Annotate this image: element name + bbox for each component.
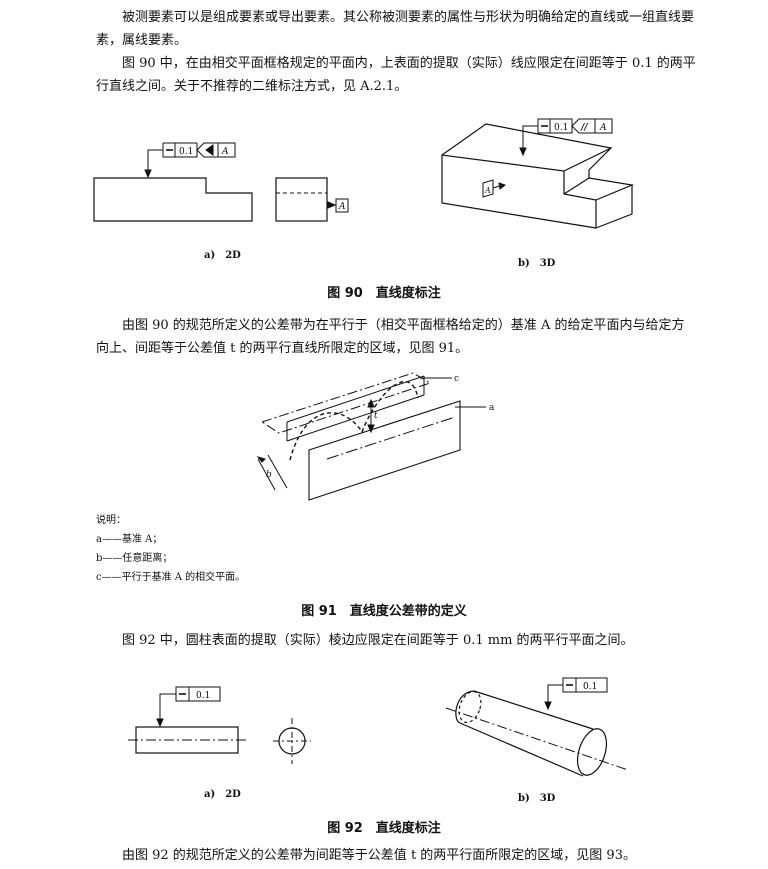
fig91-caption: 图 91 直线度公差带的定义 [301, 604, 467, 619]
fig92-2d-endview [273, 718, 311, 764]
fig91-zone-drawing [256, 372, 486, 501]
fig92-2d-part: 0.1 [128, 686, 246, 754]
fig90-2d-part [93, 149, 253, 222]
fig92-caption: 图 92 直线度标注 [327, 821, 441, 836]
fig90-3d-datum-box: A [484, 186, 491, 195]
fig92-3d-part: 0.1 [445, 677, 629, 777]
fig92-sub-b: b) 3D [518, 793, 556, 804]
paragraph-3: 由图 90 的规范所定义的公差带为在平行于（相交平面框格给定的）基准 A 的给定… [96, 318, 685, 356]
fig91-legend-a: a——基准 A； [96, 534, 163, 545]
fig91-label-c: c [454, 374, 459, 384]
paragraph-1: 被测要素可以是组成要素或导出要素。其公称被测要素的属性与形状为明确给定的直线或一… [96, 10, 695, 48]
fig90-3d-part [441, 123, 635, 229]
fig90-2d-sideview: A [275, 177, 349, 222]
fig91-label-a: a [489, 403, 495, 413]
fig90-2d-frame: 0.1 A [162, 142, 236, 158]
fig90-3d-datum: A [599, 123, 607, 133]
fig90-2d-datum: A [221, 147, 229, 157]
fig90-2d-datum-box: A [338, 202, 346, 212]
fig91-legend-title: 说明： [96, 515, 126, 526]
paragraph-5: 由图 92 的规范所定义的公差带为间距等于公差值 t 的两平行面所限定的区域，见… [122, 848, 636, 863]
fig90-sub-a: a) 2D [204, 250, 241, 261]
fig91-label-b: b [266, 470, 272, 480]
fig90-3d-frame: 0.1 // A A [482, 118, 613, 198]
fig91-legend: 说明： a——基准 A； b——任意距离； c——平行于基准 A 的相交平面。 [96, 511, 245, 587]
paragraph-4: 图 92 中，圆柱表面的提取（实际）棱边应限定在间距等于 0.1 mm 的两平行… [122, 633, 634, 648]
fig90-2d-tolerance: 0.1 [179, 147, 193, 157]
fig91-legend-b: b——任意距离； [96, 553, 173, 564]
fig92-3d-tolerance: 0.1 [583, 682, 597, 692]
paragraph-2: 图 90 中，在由相交平面框格规定的平面内，上表面的提取（实际）线应限定在间距等… [96, 56, 696, 94]
fig91-label-t: t [374, 411, 378, 421]
fig90-3d-tolerance: 0.1 [554, 123, 568, 133]
fig90-3d-parallel: // [580, 123, 589, 133]
fig90-caption: 图 90 直线度标注 [327, 286, 441, 301]
fig92-2d-tolerance: 0.1 [196, 691, 210, 701]
fig90-sub-b: b) 3D [518, 258, 556, 269]
fig91-legend-c: c——平行于基准 A 的相交平面。 [96, 572, 246, 583]
fig92-sub-a: a) 2D [204, 789, 241, 800]
